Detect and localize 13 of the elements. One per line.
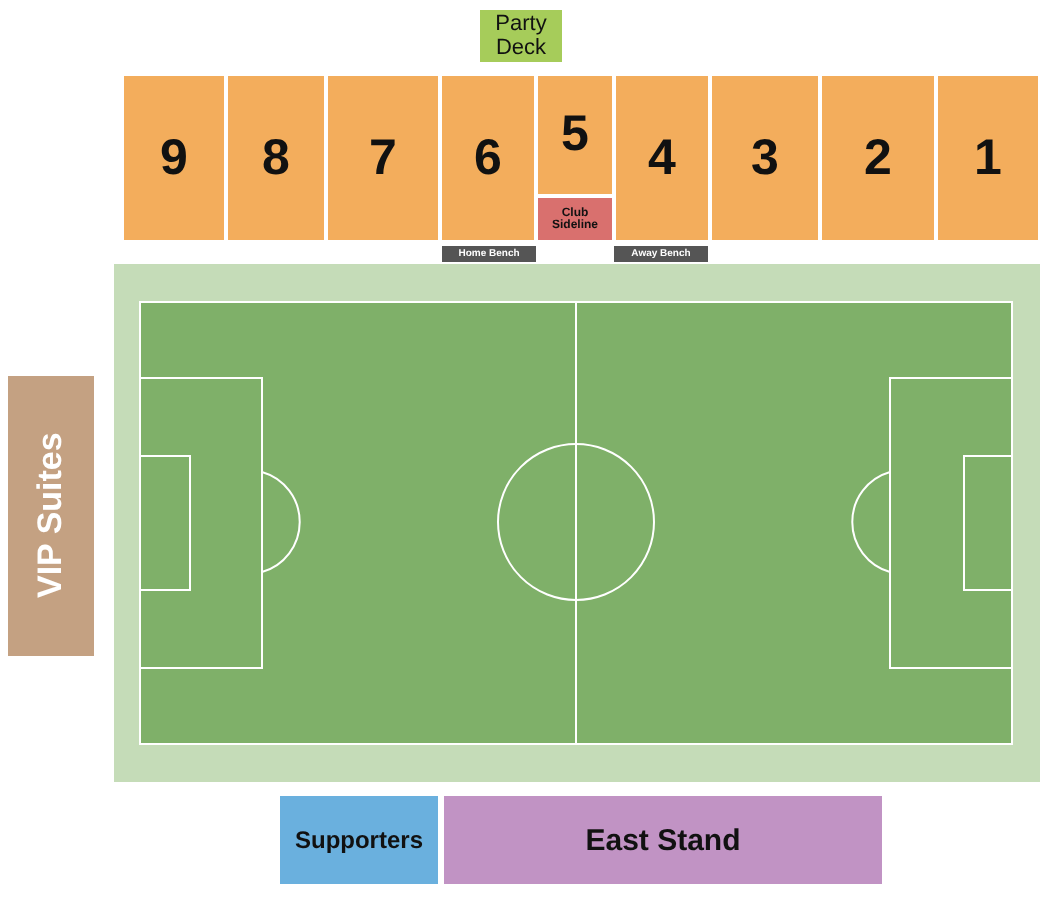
seating-section: 7 <box>326 74 440 242</box>
suites-section: VIP Suites <box>6 374 96 658</box>
seating-section: 8 <box>226 74 326 242</box>
seating-section: 3 <box>710 74 820 242</box>
seating-section: 2 <box>820 74 936 242</box>
seating-section: 5 <box>536 74 614 196</box>
stand-section: East Stand <box>442 794 884 886</box>
seating-section: 4 <box>614 74 710 242</box>
seating-section: 9 <box>122 74 226 242</box>
deck-section: Party Deck <box>478 8 564 64</box>
seating-section: 6 <box>440 74 536 242</box>
stand-section: Supporters <box>278 794 440 886</box>
seating-section: 1 <box>936 74 1040 242</box>
